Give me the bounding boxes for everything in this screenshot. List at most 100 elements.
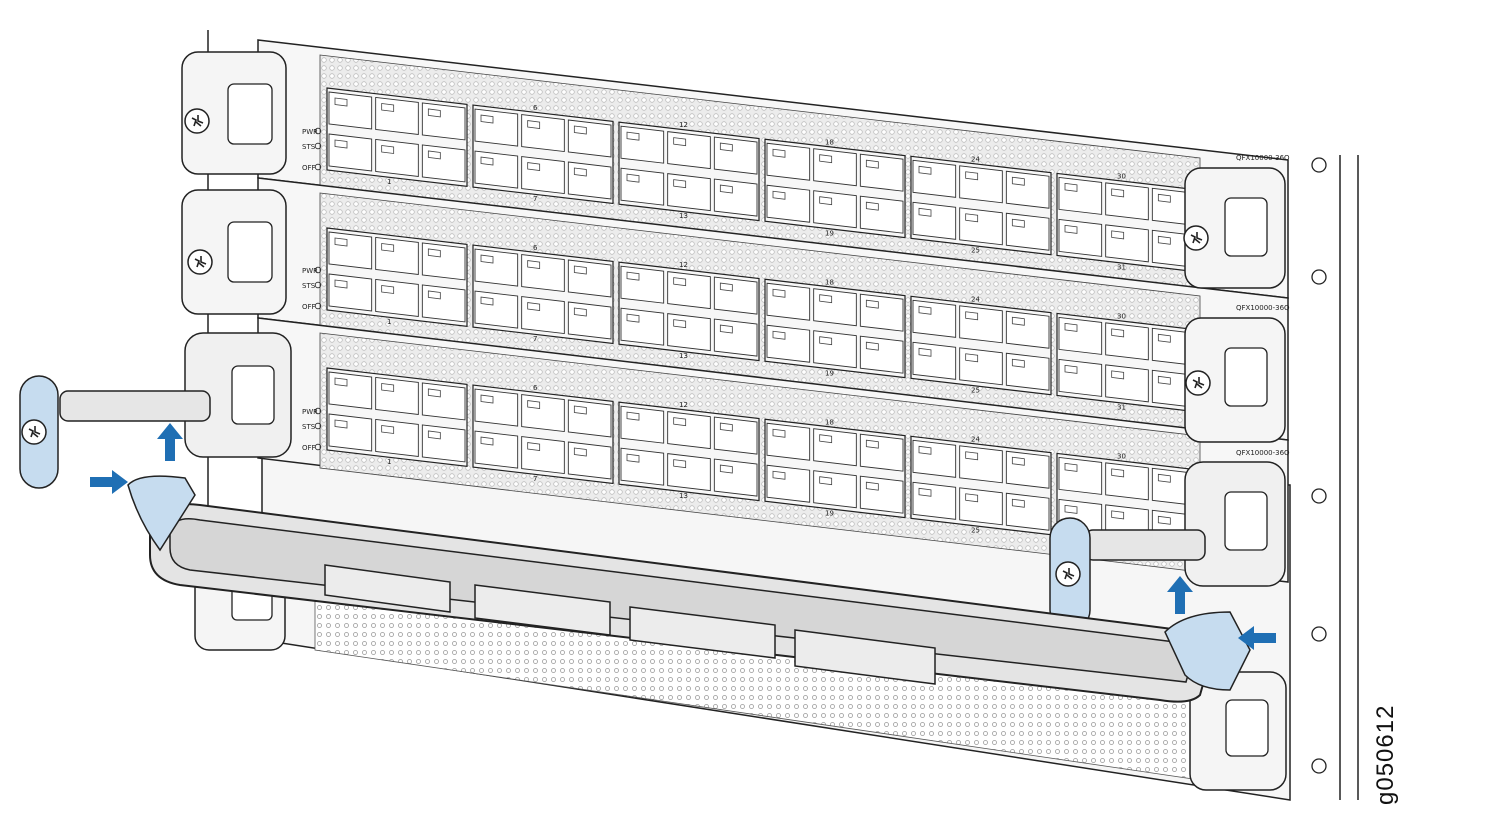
insert-arrow-icon — [90, 470, 128, 494]
qsfp-port — [328, 231, 373, 270]
port-number-label: 1 — [387, 318, 391, 326]
qsfp-port — [375, 376, 419, 415]
qsfp-port — [521, 296, 565, 335]
port-number-label: 12 — [679, 261, 688, 269]
lift-arrow-icon — [157, 423, 183, 461]
led-label-sts: STS — [302, 423, 316, 431]
qsfp-port — [620, 167, 665, 206]
model-label-module-2: QFX10000-36Q — [1236, 304, 1290, 312]
led-label-off: OFF — [302, 444, 316, 452]
qsfp-port — [859, 153, 904, 192]
qsfp-port — [813, 330, 857, 369]
right-handle-module-2 — [1184, 317, 1286, 443]
qsfp-port — [421, 242, 466, 281]
left-handle-module-3-extended — [19, 332, 292, 489]
model-label-module-1: QFX10000-36Q — [1236, 154, 1290, 162]
port-number-label: 31 — [1117, 403, 1126, 411]
port-group: 1 — [326, 87, 468, 188]
port-number-label: 18 — [825, 138, 834, 146]
qsfp-port — [959, 305, 1003, 344]
qsfp-port — [1105, 224, 1149, 263]
qsfp-port — [620, 265, 665, 304]
port-number-label: 1 — [387, 458, 391, 466]
qsfp-port — [567, 259, 612, 298]
left-handle-module-1 — [181, 51, 287, 175]
qsfp-port — [667, 453, 711, 492]
qsfp-port — [375, 96, 419, 135]
qsfp-port — [713, 318, 758, 357]
qsfp-port — [421, 382, 466, 421]
qsfp-port-cages: 1671213181924253031167121318192425303116… — [326, 87, 1198, 553]
port-group: 1 — [326, 227, 468, 328]
qsfp-port — [713, 458, 758, 497]
qsfp-port — [1005, 170, 1050, 209]
qsfp-port — [474, 388, 519, 427]
lower-right-handle — [1189, 671, 1287, 791]
qsfp-port — [567, 119, 612, 158]
qsfp-port — [375, 278, 419, 317]
port-number-label: 6 — [533, 384, 538, 392]
port-number-label: 7 — [533, 195, 537, 203]
qsfp-port — [766, 184, 811, 223]
port-number-label: 13 — [679, 492, 688, 500]
qsfp-port — [474, 150, 519, 189]
qsfp-port — [474, 248, 519, 287]
qsfp-port — [959, 207, 1003, 246]
rack-holes — [1311, 157, 1327, 774]
port-number-label: 6 — [533, 244, 538, 252]
captive-screw-icon — [187, 249, 213, 275]
qsfp-port — [620, 125, 665, 164]
port-number-label: 19 — [825, 369, 834, 377]
qsfp-port — [375, 138, 419, 177]
led-label-pwr: PWR — [302, 408, 318, 416]
qsfp-port — [1005, 492, 1050, 531]
qsfp-port — [859, 475, 904, 514]
qsfp-port — [1005, 212, 1050, 251]
port-number-label: 25 — [971, 526, 980, 534]
qsfp-port — [1058, 316, 1103, 355]
led-label-pwr: PWR — [302, 128, 318, 136]
qsfp-port — [1005, 352, 1050, 391]
qsfp-port — [713, 178, 758, 217]
qsfp-port — [375, 236, 419, 275]
port-number-label: 1 — [387, 178, 391, 186]
port-number-label: 19 — [825, 509, 834, 517]
qsfp-port — [1005, 450, 1050, 489]
right-handle-module-1 — [1183, 167, 1286, 289]
right-handle-module-3-extended — [1049, 461, 1286, 631]
qsfp-port — [328, 133, 373, 172]
qsfp-port — [667, 411, 711, 450]
port-number-label: 18 — [825, 418, 834, 426]
qsfp-port — [328, 413, 373, 452]
qsfp-port — [620, 447, 665, 486]
port-group: 67 — [472, 384, 614, 485]
port-number-label: 30 — [1117, 452, 1126, 460]
qsfp-port — [859, 195, 904, 234]
qsfp-port — [421, 102, 466, 141]
qsfp-port — [474, 108, 519, 147]
qsfp-port — [1058, 456, 1103, 495]
port-number-label: 24 — [971, 155, 980, 163]
qsfp-port — [521, 436, 565, 475]
qsfp-port — [766, 142, 811, 181]
led-labels-module-2: PWR STS OFF — [302, 266, 322, 311]
qsfp-port — [474, 430, 519, 469]
qsfp-port — [1058, 176, 1103, 215]
captive-screw-icon — [21, 419, 47, 445]
qsfp-port — [667, 131, 711, 170]
qsfp-port — [1058, 218, 1103, 257]
port-number-label: 18 — [825, 278, 834, 286]
qsfp-port — [567, 301, 612, 340]
qsfp-port — [912, 201, 957, 240]
qsfp-port — [713, 276, 758, 315]
